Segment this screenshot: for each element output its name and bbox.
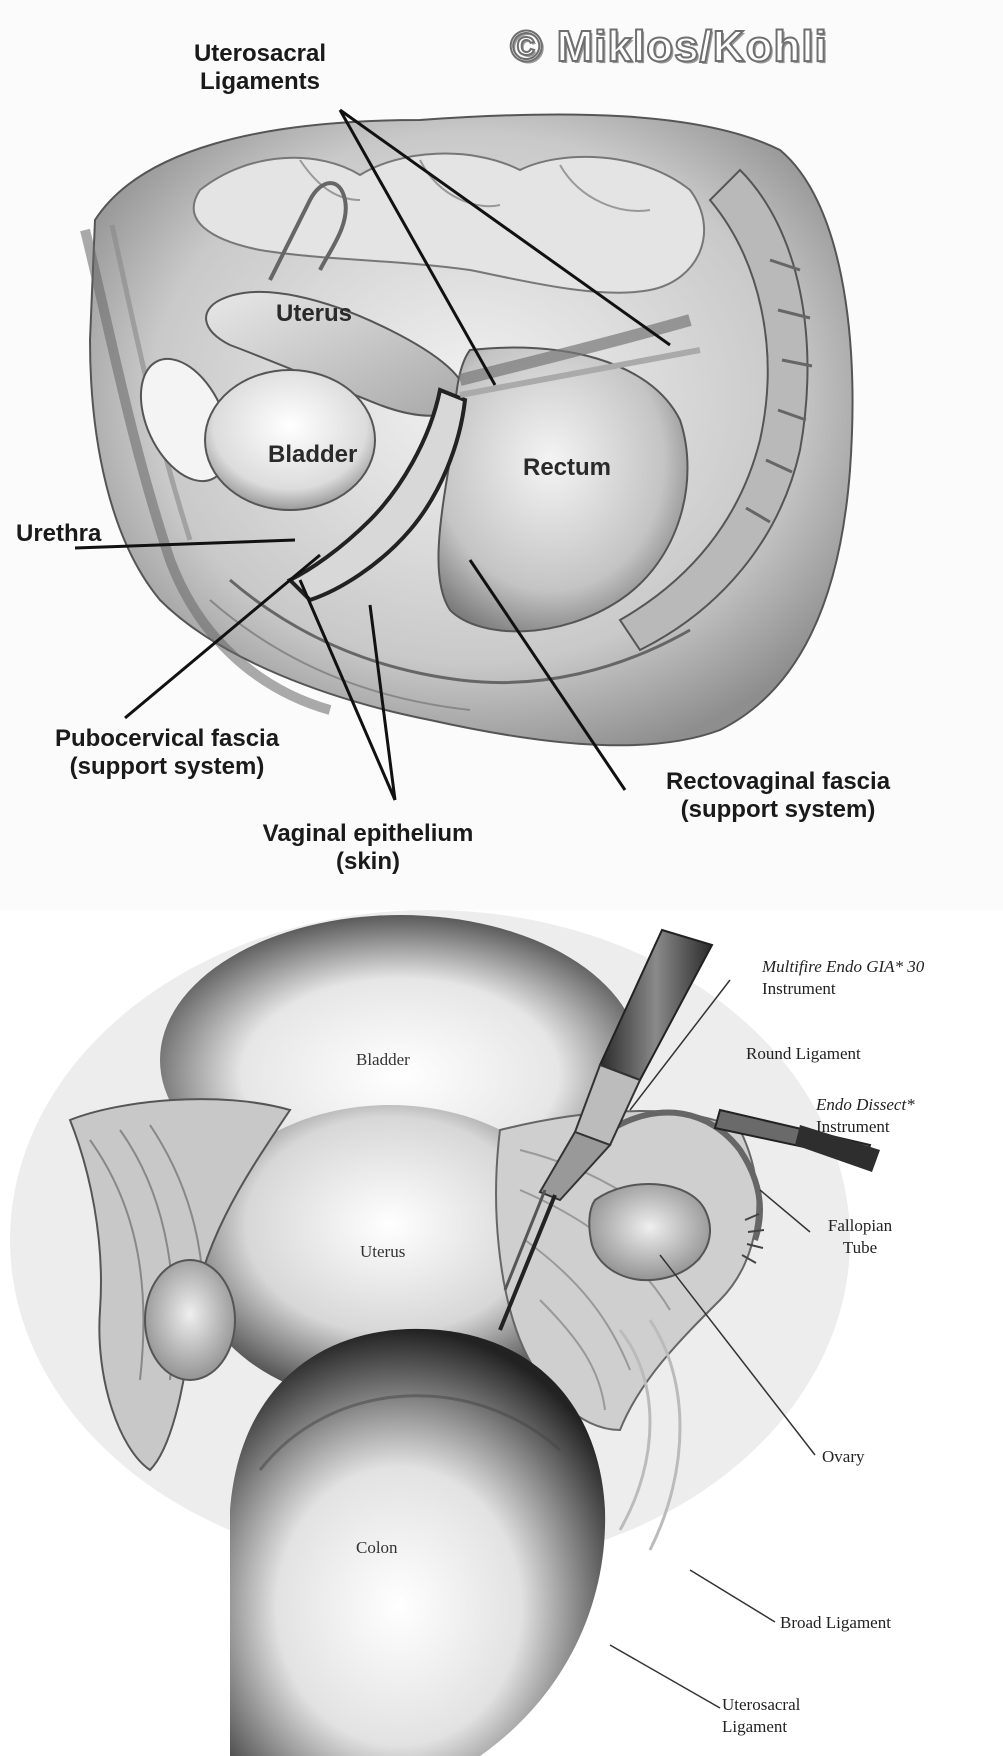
label-uterosacral-line2: Ligaments <box>199 68 321 95</box>
label-bladder-bottom: Bladder <box>356 1050 410 1069</box>
leader-uterosacral-ligament <box>609 1644 721 1709</box>
label-multifire-line1: Multifire Endo GIA* 30 <box>762 957 925 976</box>
label-vaginal-epithelium: Vaginal epithelium (skin) <box>228 820 508 876</box>
uterosacral-band <box>458 314 692 386</box>
leader-uterosacral-b <box>339 108 671 347</box>
label-rectovaginal-line1: Rectovaginal fascia <box>665 768 891 795</box>
label-pubocervical-line1: Pubocervical fascia <box>54 725 280 752</box>
label-fallopian-line2: Tube <box>842 1238 878 1257</box>
endo-gia-instrument <box>498 928 714 1331</box>
label-uterus: Uterus <box>276 300 353 327</box>
label-broad-ligament: Broad Ligament <box>780 1613 891 1632</box>
label-uterosacral-ligaments: Uterosacral Ligaments <box>175 40 345 96</box>
label-uterus-bottom: Uterus <box>360 1242 406 1261</box>
leader-rectovaginal <box>468 559 627 791</box>
leader-round-ligament <box>629 979 731 1111</box>
leader-ovary <box>659 1254 816 1456</box>
leader-urethra <box>74 538 296 550</box>
label-ovary: Ovary <box>822 1447 865 1466</box>
leader-pubocervical <box>124 553 321 720</box>
label-uterosacral-b-line1: Uterosacral <box>722 1695 801 1714</box>
label-rectum: Rectum <box>523 454 612 481</box>
leader-broad-ligament <box>689 1569 776 1623</box>
copyright-watermark: © Miklos/Kohli <box>509 21 828 72</box>
label-multifire-line2: Instrument <box>762 979 836 998</box>
label-round-ligament: Round Ligament <box>746 1044 861 1063</box>
leader-lines-top <box>74 108 671 801</box>
label-bladder: Bladder <box>268 441 358 468</box>
label-rectovaginal-fascia: Rectovaginal fascia (support system) <box>633 768 923 824</box>
bladder-shape <box>204 369 376 511</box>
fallopian-tube <box>608 1109 763 1241</box>
leader-vaginal-b <box>368 604 397 801</box>
abdominal-wall <box>80 228 332 715</box>
label-endo-dissect-line2: Instrument <box>816 1117 890 1136</box>
label-endo-dissect-line1: Endo Dissect* <box>816 1095 915 1114</box>
endo-dissect-instrument <box>713 1108 880 1172</box>
label-rectovaginal-line2: (support system) <box>680 796 876 823</box>
leader-uterosacral-a <box>338 109 497 386</box>
label-vaginal-line2: (skin) <box>335 848 400 875</box>
laparoscopic-drawing <box>10 910 880 1756</box>
label-endo-dissect: Endo Dissect* Instrument <box>816 1094 915 1138</box>
label-uterosacral-line1: Uterosacral <box>193 40 327 67</box>
leader-lines-bottom <box>609 979 816 1709</box>
laparoscopic-view-illustration: Bladder Uterus Colon Multifire Endo GIA*… <box>0 910 1003 1756</box>
uterus-shape-bottom <box>190 1105 590 1405</box>
leader-vaginal-a <box>298 579 397 801</box>
leader-fallopian-tube <box>759 1189 811 1233</box>
label-fallopian-line1: Fallopian <box>827 1216 893 1235</box>
label-multifire-instrument: Multifire Endo GIA* 30 Instrument <box>762 956 924 1000</box>
left-ovary <box>144 1259 236 1381</box>
label-pubocervical-line2: (support system) <box>69 753 265 780</box>
label-colon: Colon <box>356 1538 398 1557</box>
label-uterosacral-b-line2: Ligament <box>722 1717 788 1736</box>
sagittal-pelvis-illustration: © Miklos/Kohli Uterosacral Ligaments Ute… <box>16 21 923 876</box>
right-ovary <box>588 1183 711 1282</box>
sacrum <box>618 168 809 652</box>
label-fallopian-tube: Fallopian Tube <box>820 1215 900 1259</box>
label-pubocervical-fascia: Pubocervical fascia (support system) <box>22 725 312 781</box>
label-urethra: Urethra <box>16 520 102 547</box>
fallopian-tube-sketch <box>268 181 348 281</box>
sagittal-pelvis-drawing <box>74 108 854 801</box>
label-vaginal-line1: Vaginal epithelium <box>262 820 474 847</box>
colon-shape <box>230 1328 606 1756</box>
label-uterosacral-ligament: Uterosacral Ligament <box>722 1694 800 1738</box>
